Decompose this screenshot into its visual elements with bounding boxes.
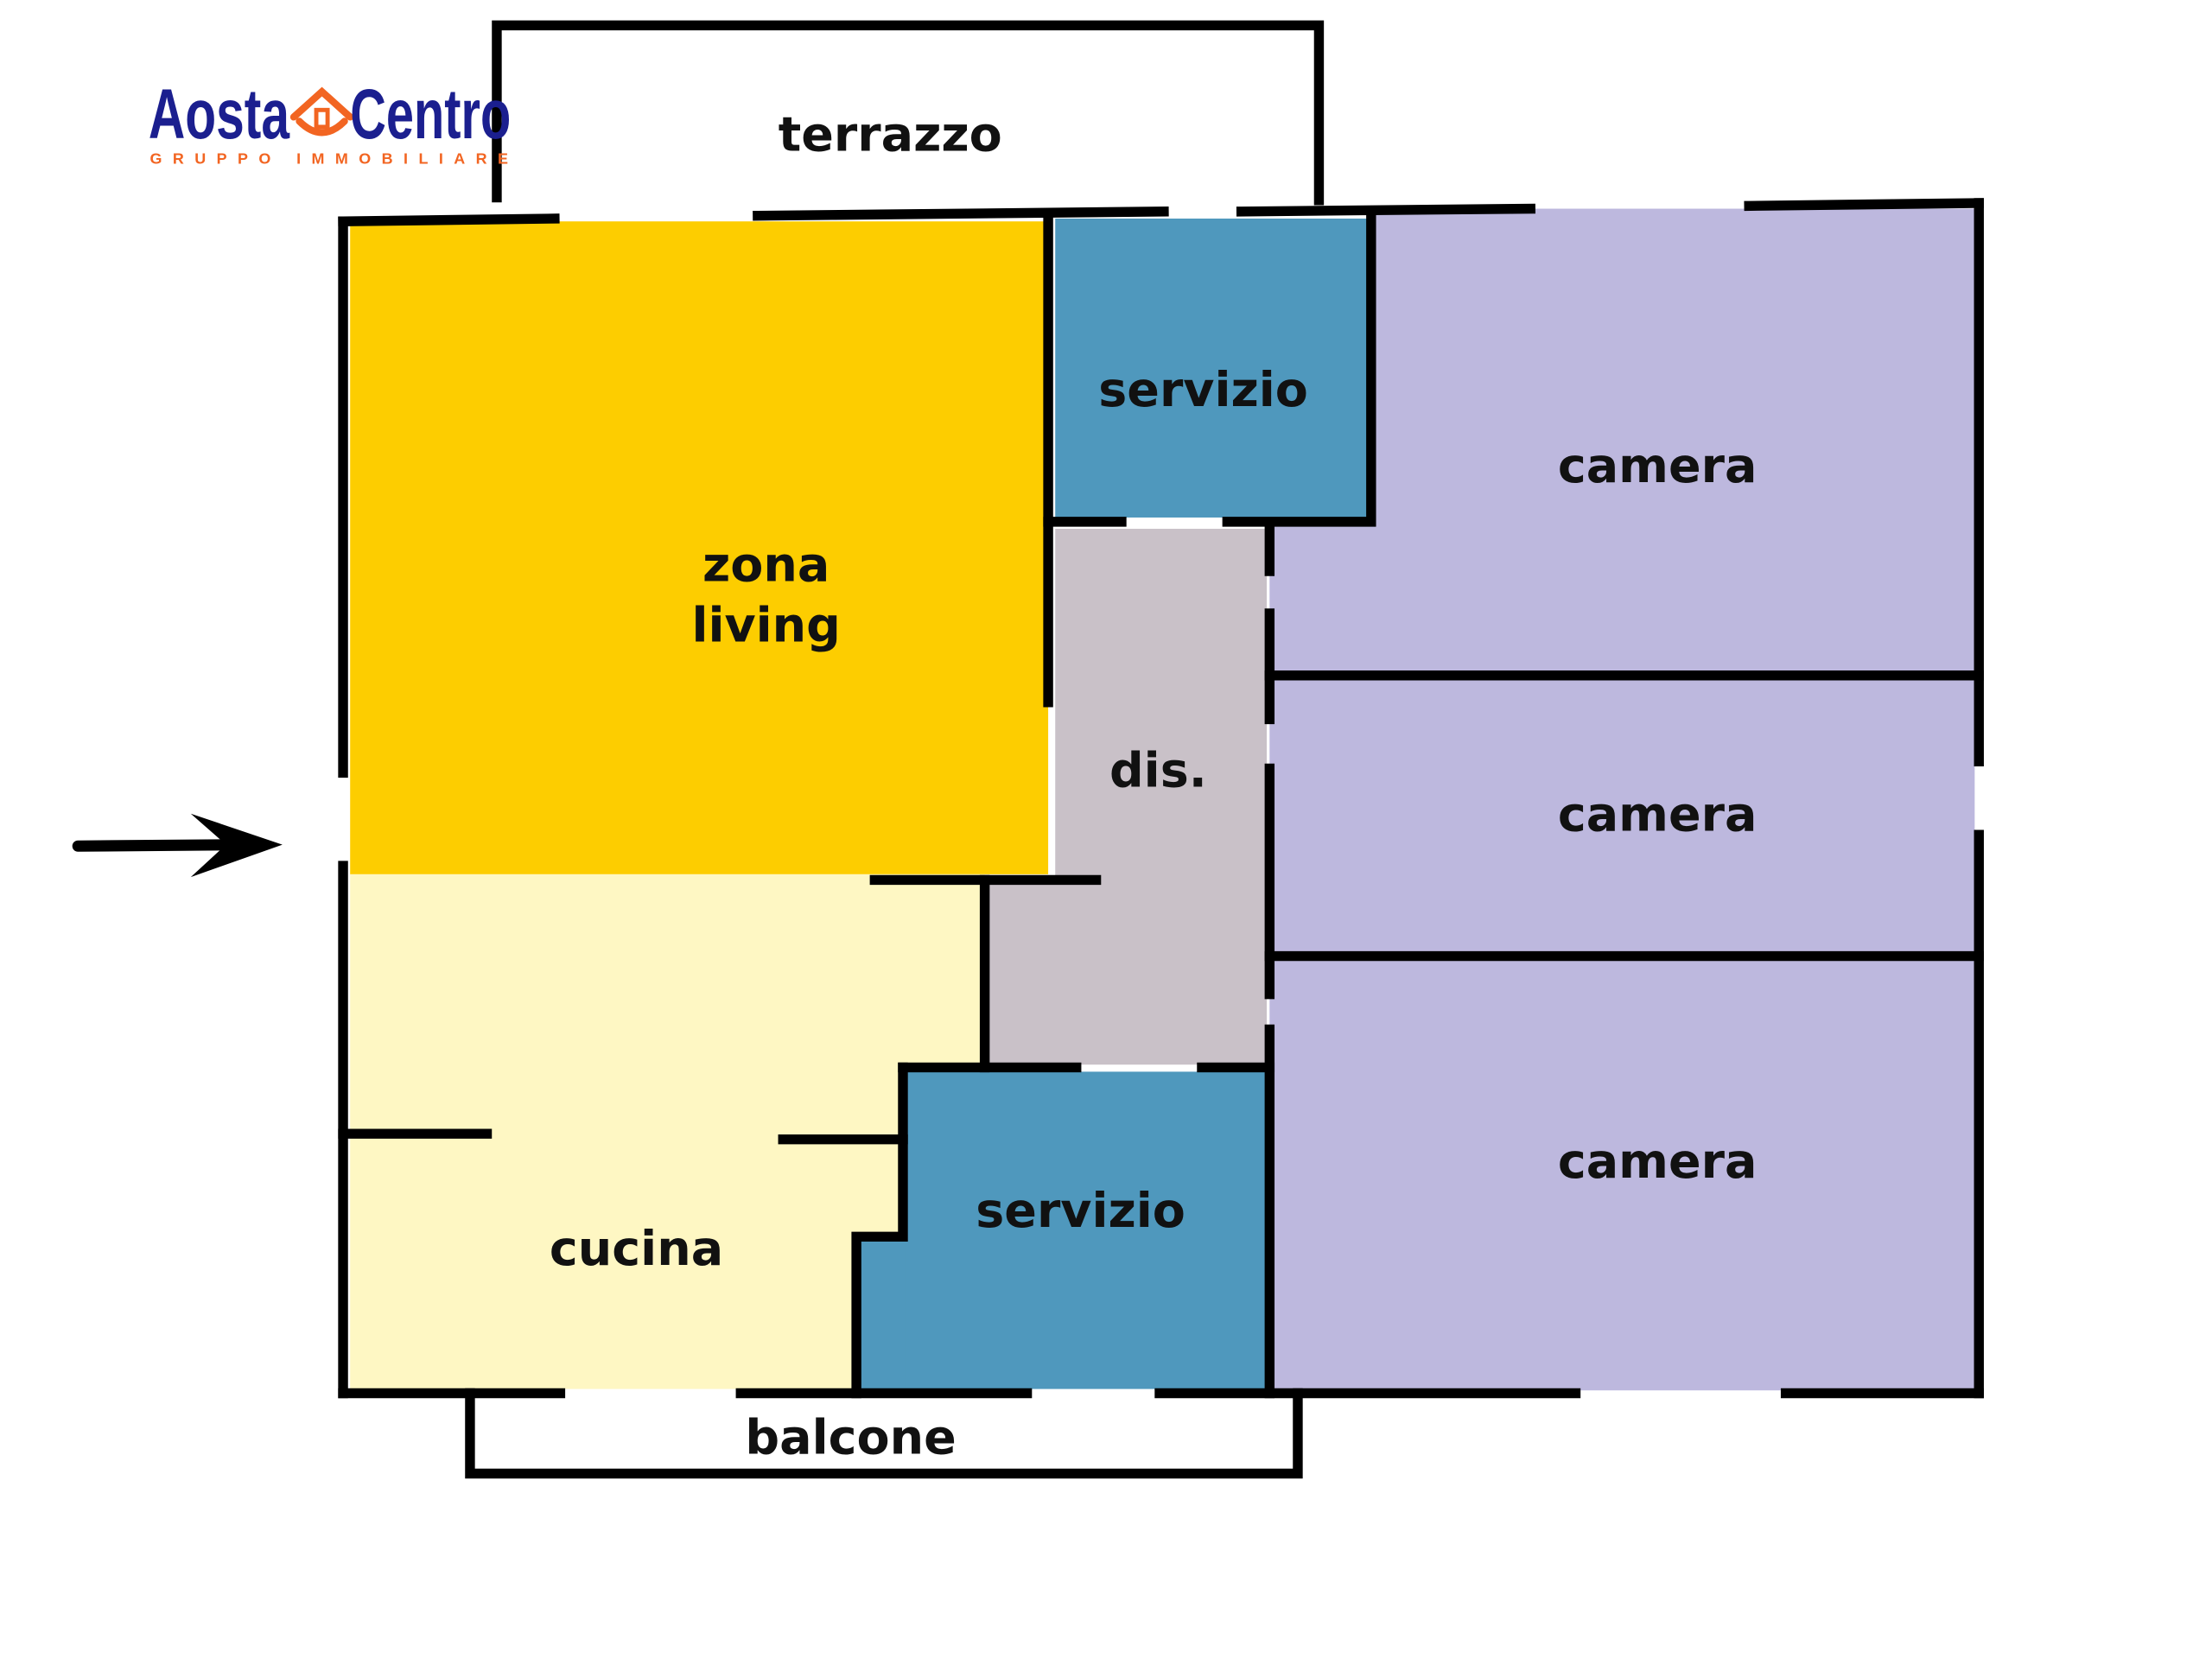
logo-tagline: GRUPPO IMMOBILIARE: [149, 149, 508, 167]
servizio-top-area: [1055, 218, 1369, 518]
camera-3-label: camera: [1558, 1134, 1758, 1190]
zona-living-label-line2: living: [691, 598, 840, 654]
house-icon: [289, 86, 354, 137]
balcone-label: balcone: [745, 1410, 956, 1466]
cucina-label: cucina: [550, 1221, 723, 1277]
walls: [338, 20, 1985, 1479]
servizio-bottom-area: [902, 1071, 1268, 1389]
servizio-bottom-area-ext: [857, 1237, 906, 1389]
dis-area-extension: [987, 882, 1058, 1065]
servizio-top-label: servizio: [1098, 362, 1308, 418]
servizio-bottom-label: servizio: [976, 1183, 1185, 1239]
camera-2-label: camera: [1558, 786, 1758, 842]
dis-label: dis.: [1109, 743, 1207, 799]
entrance-arrow-icon: [72, 813, 283, 878]
logo-brand-right: Centro: [350, 75, 511, 154]
terrazzo-label: terrazzo: [779, 107, 1002, 163]
camera-area-top: [1370, 208, 1975, 528]
zona-living-area: [350, 221, 1049, 874]
dis-area: [1055, 529, 1268, 1065]
logo-brand-left: Aosta: [149, 75, 290, 154]
zona-living-label-line1: zona: [702, 537, 830, 593]
camera-1-label: camera: [1558, 438, 1758, 494]
aostacentro-logo: Aosta Centro GRUPPO IMMOBILIARE: [149, 75, 511, 167]
